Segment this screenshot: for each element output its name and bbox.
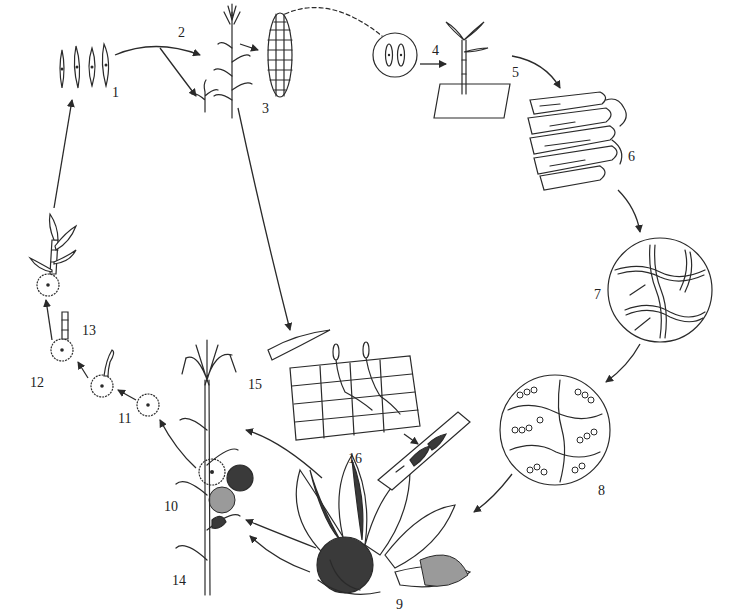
sporidia-fusion xyxy=(434,22,510,118)
infected-tissue xyxy=(528,92,626,190)
spore-forming-hyphae-circle xyxy=(500,375,610,485)
teliospores xyxy=(199,459,253,513)
callout-number: 2 xyxy=(178,26,185,40)
callout-number: 14 xyxy=(172,574,186,588)
callout-number: 9 xyxy=(396,598,403,612)
germinating-teliospores xyxy=(30,100,159,416)
callout-number: 4 xyxy=(432,44,439,58)
callout-number: 8 xyxy=(598,484,605,498)
callout-number: 7 xyxy=(594,288,601,302)
infected-leaf-epidermis xyxy=(268,330,420,440)
callout-number: 12 xyxy=(30,376,44,390)
callout-number: 5 xyxy=(512,66,519,80)
callout-number: 1 xyxy=(112,86,119,100)
callout-number: 11 xyxy=(118,412,131,426)
callout-number: 3 xyxy=(262,102,269,116)
mature-maize-plant xyxy=(176,340,240,595)
callout-number: 10 xyxy=(164,500,178,514)
leaf-with-gall xyxy=(378,412,470,490)
callout-number: 16 xyxy=(348,452,362,466)
sporidia xyxy=(60,44,109,88)
maize-plant xyxy=(214,4,258,118)
callout-number: 13 xyxy=(82,324,96,338)
callout-number: 15 xyxy=(248,378,262,392)
hyphae-circle xyxy=(608,238,712,342)
callout-number: 6 xyxy=(628,150,635,164)
maize-ear xyxy=(268,8,382,97)
basidiospore-circle xyxy=(373,33,417,77)
